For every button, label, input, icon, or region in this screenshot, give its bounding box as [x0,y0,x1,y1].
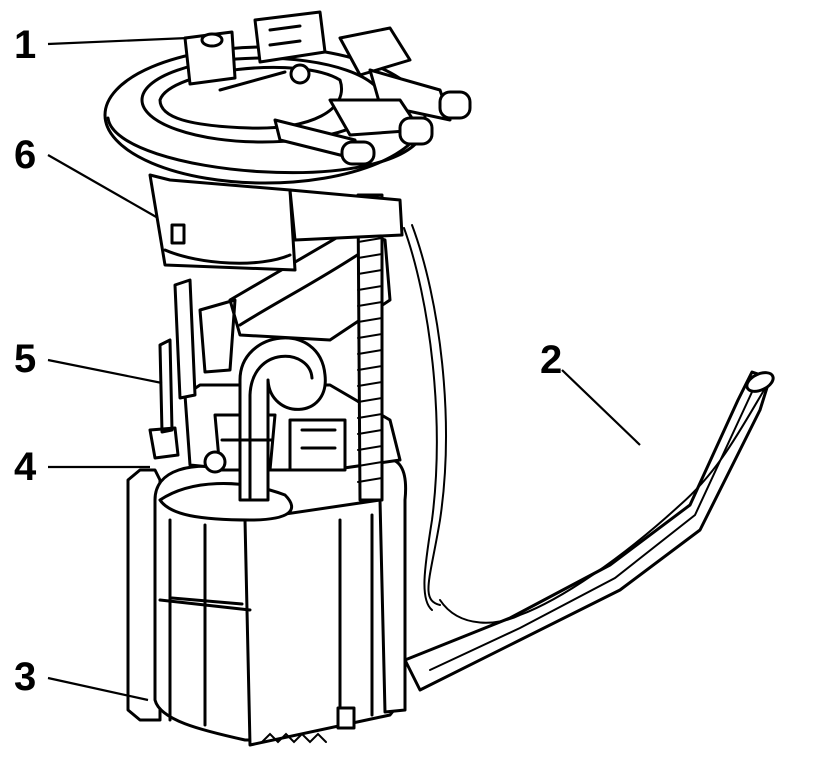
callout-6: 6 [14,133,36,177]
callout-labels: 1 6 5 4 3 2 [14,23,562,699]
leader-2 [561,369,641,446]
callout-5: 5 [14,337,36,381]
fuel-level-sender-arm [403,224,775,692]
callout-4: 4 [14,445,37,489]
module-support-rods [173,193,392,502]
leader-6 [47,154,159,219]
callout-2: 2 [540,338,562,382]
module-cover-flange [103,10,472,185]
callout-leaders [47,36,641,702]
cover-collar [148,173,404,272]
callout-1: 1 [14,23,36,67]
leader-5 [47,358,163,385]
leader-3 [47,676,149,702]
fuel-pump-reservoir [126,457,408,747]
fuel-pump-assembly [148,336,402,502]
leader-1 [47,36,189,46]
callout-3: 3 [14,655,36,699]
